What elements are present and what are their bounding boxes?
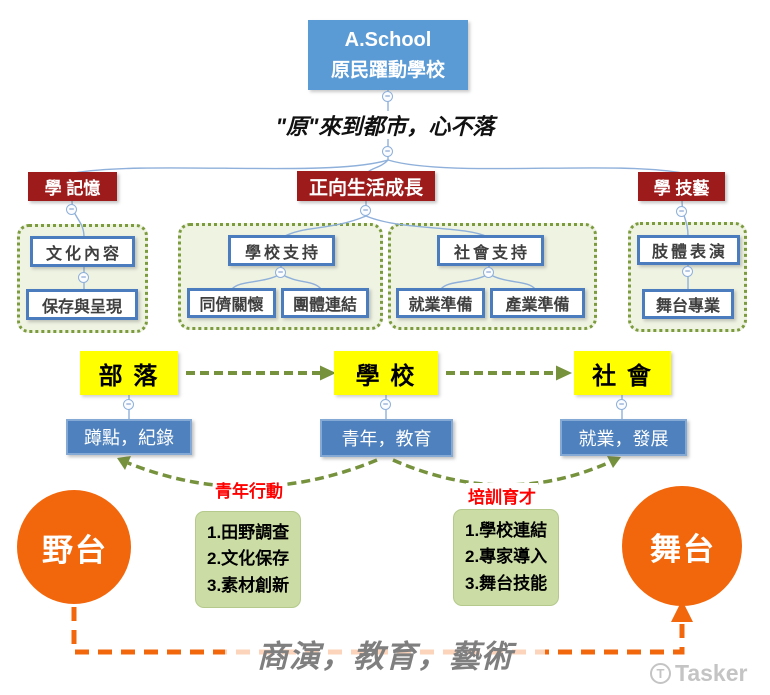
school-node[interactable]: 學 校 [334,351,438,395]
list-item: 3.素材創新 [207,575,290,595]
wild-stage-circle[interactable]: 野台 [17,490,131,604]
stage-circle[interactable]: 舞台 [622,486,742,606]
collapse-icon[interactable]: − [382,146,393,157]
root-node[interactable]: A.School 原民躍動學校 [308,20,468,90]
watermark: T Tasker [650,660,747,687]
school-sub-node[interactable]: 青年，教育 [320,419,453,457]
tribe-node[interactable]: 部 落 [80,351,178,395]
watermark-text: Tasker [675,660,748,686]
stage-professional-node[interactable]: 舞台專業 [642,289,734,319]
slogan-text: "原"來到都市，心不落 [275,114,495,139]
list-item: 2.專家導入 [465,547,548,567]
collapse-icon[interactable]: − [676,206,687,217]
list-item: 3.舞台技能 [465,573,548,593]
collapse-icon[interactable]: − [66,204,77,215]
society-node[interactable]: 社 會 [574,351,671,395]
list-item: 2.文化保存 [207,549,290,569]
collapse-icon[interactable]: − [616,399,627,410]
list-item: 1.田野調查 [207,523,290,542]
collapse-icon[interactable]: − [483,267,494,278]
tasker-logo-icon: T [650,663,671,684]
branch-growth-node[interactable]: 正向生活成長 [297,171,435,201]
tribe-sub-node[interactable]: 蹲點，紀錄 [66,419,192,455]
society-sub-node[interactable]: 就業，發展 [560,419,687,456]
peer-care-node[interactable]: 同儕關懷 [187,288,276,318]
preserve-present-node[interactable]: 保存與呈現 [26,289,138,320]
body-performance-node[interactable]: 肢體表演 [637,235,740,265]
collapse-icon[interactable]: − [78,272,89,283]
collapse-icon[interactable]: − [382,91,393,102]
branch-skill-node[interactable]: 學 技藝 [638,172,725,201]
group-connect-node[interactable]: 團體連結 [281,288,369,318]
industry-prep-node[interactable]: 產業準備 [490,288,585,318]
culture-content-node[interactable]: 文化內容 [30,236,135,267]
collapse-icon[interactable]: − [380,399,391,410]
list-item: 1.學校連結 [465,521,548,540]
branch-memory-node[interactable]: 學 記憶 [28,172,117,201]
collapse-icon[interactable]: − [123,399,134,410]
training-label: 培訓育才 [466,483,538,508]
school-support-node[interactable]: 學校支持 [228,235,335,266]
social-support-node[interactable]: 社會支持 [437,235,544,266]
youth-action-list: 1.田野調查 2.文化保存 3.素材創新 [195,511,302,609]
collapse-icon[interactable]: − [682,266,693,277]
bottom-caption: 商演，教育，藝術 [225,631,545,676]
collapse-icon[interactable]: − [360,205,371,216]
root-title-zh: 原民躍動學校 [330,59,445,81]
root-title-en: A.School [344,28,432,51]
youth-action-label: 青年行動 [213,477,285,502]
collapse-icon[interactable]: − [275,267,286,278]
job-prep-node[interactable]: 就業準備 [396,288,485,318]
training-list: 1.學校連結 2.專家導入 3.舞台技能 [453,509,560,607]
